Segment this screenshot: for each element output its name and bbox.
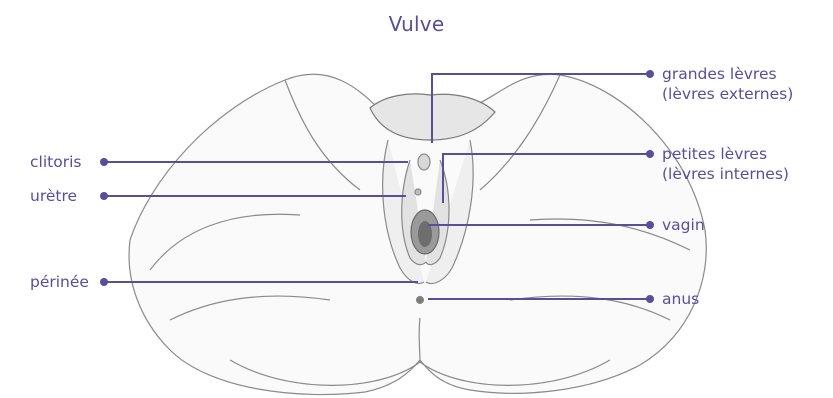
dot-vagin [646,221,654,229]
clitoris-shape [418,154,430,170]
label-petites-levres: petites lèvres (lèvres internes) [662,144,789,184]
label-clitoris: clitoris [30,152,81,172]
dot-uretre [100,192,108,200]
label-petites-levres-line2: (lèvres internes) [662,164,789,184]
label-vagin: vagin [662,215,705,235]
dot-petites-levres [646,150,654,158]
label-grandes-levres-line2: (lèvres externes) [662,84,793,104]
label-petites-levres-line1: petites lèvres [662,144,789,164]
label-grandes-levres: grandes lèvres (lèvres externes) [662,64,793,104]
label-perinee: périnée [30,272,89,292]
label-uretre: urètre [30,186,77,206]
dot-anus [646,295,654,303]
anatomy-illustration [129,74,706,394]
label-grandes-levres-line1: grandes lèvres [662,64,793,84]
urethra-shape [415,189,421,195]
dot-perinee [100,278,108,286]
dot-clitoris [100,158,108,166]
anus-shape [417,297,424,304]
label-anus: anus [662,289,699,309]
dot-grandes-levres [646,70,654,78]
